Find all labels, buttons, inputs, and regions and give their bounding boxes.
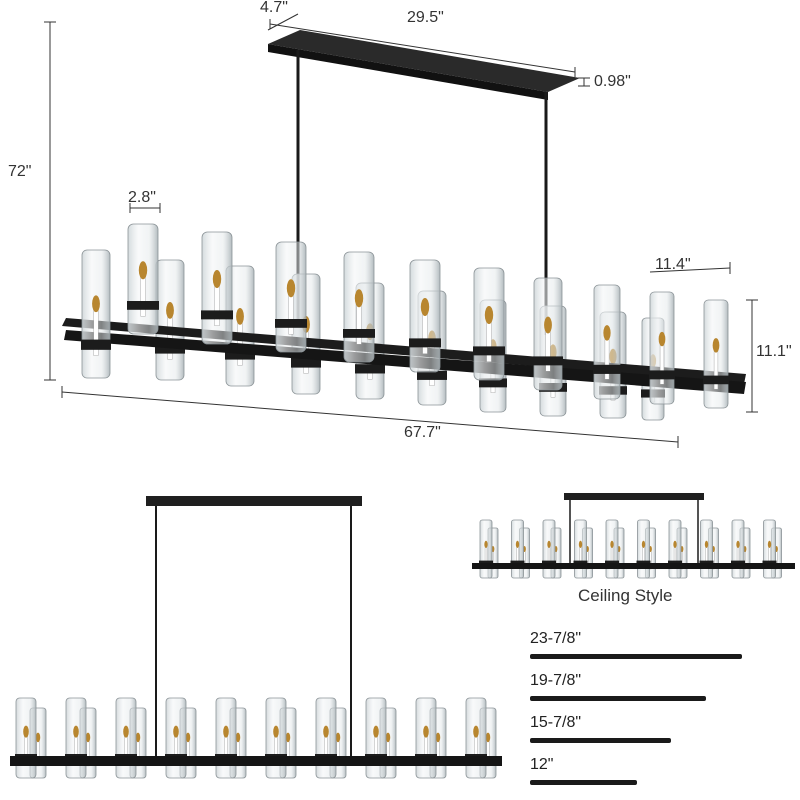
- glass-shade: [593, 284, 621, 400]
- rod-length-bar: [530, 780, 637, 785]
- glass-shade: [533, 277, 563, 391]
- glass-shade: [479, 519, 493, 579]
- glass-shade: [703, 299, 729, 409]
- canopy-length-label: 29.5": [407, 9, 444, 26]
- glass-shade: [636, 519, 651, 579]
- glass-shade: [409, 259, 441, 373]
- overall-length-label: 67.7": [404, 424, 441, 441]
- glass-shade: [605, 519, 619, 579]
- glass-shade: [343, 251, 375, 363]
- glass-shade: [699, 519, 714, 579]
- glass-shade: [155, 259, 185, 381]
- ceiling-frame-bar: [472, 563, 795, 569]
- ceiling-style-label: Ceiling Style: [578, 586, 673, 605]
- ceiling-style-chandelier: [472, 493, 795, 579]
- glass-shade: [510, 519, 525, 579]
- fixture-height-label: 11.1": [756, 343, 792, 360]
- glass-shade: [573, 519, 588, 579]
- rod-length-label: 12": [530, 756, 554, 773]
- glass-shade: [731, 519, 745, 579]
- dimension-lines: [44, 13, 758, 448]
- ceiling-canopy: [564, 493, 704, 500]
- canopy-depth-label: 4.7": [260, 0, 288, 16]
- glass-shade: [542, 519, 556, 579]
- canopy-front: [146, 496, 362, 506]
- front-frame-bar: [10, 756, 502, 766]
- glass-shade: [473, 267, 505, 381]
- canopy-height-label: 0.98": [594, 73, 631, 90]
- main-chandelier: [62, 30, 746, 421]
- canopy-side: [268, 44, 548, 100]
- glass-shade: [275, 241, 307, 353]
- glass-shade: [762, 519, 777, 579]
- frame-bar-front: [64, 330, 746, 394]
- rod-length-bar: [530, 654, 742, 659]
- overall-height-label: 72": [8, 163, 32, 180]
- glass-shade: [81, 249, 111, 379]
- rod-length-label: 15-7/8": [530, 714, 582, 731]
- rod-length-label: 23-7/8": [530, 630, 582, 647]
- rod-length-bar: [530, 696, 706, 701]
- glass-shade: [127, 223, 159, 335]
- glass-shade: [649, 291, 675, 405]
- rod-length-label: 19-7/8": [530, 672, 582, 689]
- spacing-label: 11.4": [655, 256, 691, 273]
- rod-length-bar: [530, 738, 671, 743]
- canopy-top: [268, 30, 580, 92]
- frame-bar-back: [62, 318, 746, 384]
- front-view-chandelier: [10, 496, 502, 779]
- glass-shade: [668, 519, 682, 579]
- shade-diameter-label: 2.8": [128, 189, 156, 206]
- glass-shade: [201, 231, 233, 345]
